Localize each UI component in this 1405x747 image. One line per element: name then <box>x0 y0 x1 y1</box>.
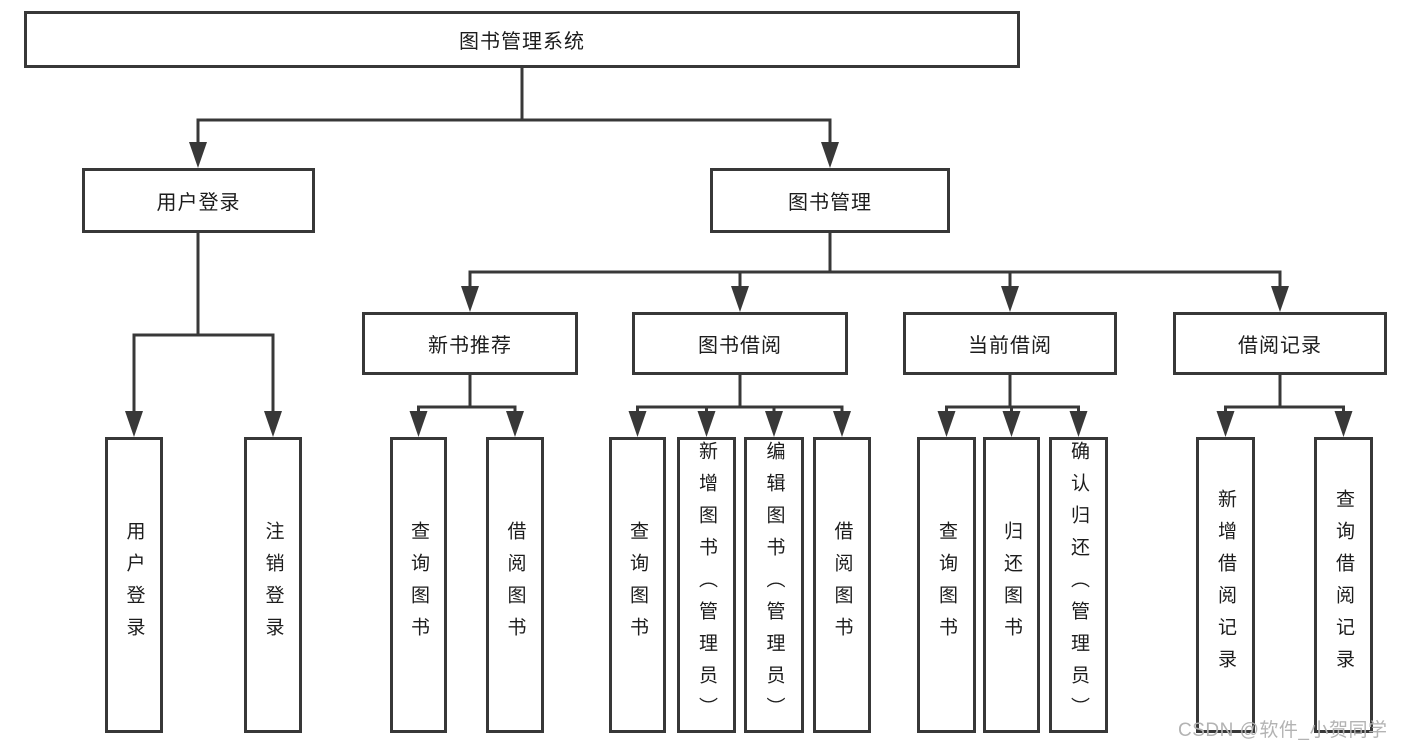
node-label: 图书管理 <box>788 192 872 214</box>
node-label: 归还图书 <box>1001 521 1022 649</box>
leaf-newbook-query-books: 查询图书 <box>390 437 447 733</box>
node-label: 图书借阅 <box>698 335 782 357</box>
node-label: 当前借阅 <box>968 335 1052 357</box>
node-new-book-recommendation: 新书推荐 <box>362 312 578 375</box>
node-book-borrowing: 图书借阅 <box>632 312 848 375</box>
node-label: 编辑图书（管理员） <box>763 441 785 729</box>
node-label: 查询图书 <box>936 521 957 649</box>
node-label: 新增图书（管理员） <box>696 441 717 729</box>
node-label: 图书管理系统 <box>459 31 585 53</box>
leaf-records-query-borrow-record: 查询借阅记录 <box>1314 437 1373 733</box>
node-current-borrowing: 当前借阅 <box>903 312 1117 375</box>
node-label: 新增借阅记录 <box>1215 489 1236 681</box>
node-label: 用户登录 <box>156 192 241 214</box>
node-library-management-system: 图书管理系统 <box>24 11 1020 68</box>
node-borrowing-records: 借阅记录 <box>1173 312 1387 375</box>
node-label: 注销登录 <box>262 521 284 649</box>
leaf-borrowing-borrow-books: 借阅图书 <box>813 437 871 733</box>
leaf-borrowing-edit-books-admin: 编辑图书（管理员） <box>744 437 804 733</box>
leaf-newbook-borrow-books: 借阅图书 <box>486 437 544 733</box>
node-user-login: 用户登录 <box>82 168 315 233</box>
node-label: 查询图书 <box>627 521 648 649</box>
leaf-borrowing-query-books: 查询图书 <box>609 437 666 733</box>
node-label: 用户登录 <box>123 521 145 649</box>
leaf-current-return-books: 归还图书 <box>983 437 1040 733</box>
leaf-current-confirm-return-admin: 确认归还（管理员） <box>1049 437 1108 733</box>
node-label: 借阅图书 <box>831 521 853 649</box>
leaf-records-add-borrow-record: 新增借阅记录 <box>1196 437 1255 733</box>
node-book-management: 图书管理 <box>710 168 950 233</box>
watermark: CSDN @软件_小贺同学 <box>1178 720 1388 741</box>
leaf-current-query-books: 查询图书 <box>917 437 976 733</box>
node-label: 借阅图书 <box>504 521 526 649</box>
node-label: 查询借阅记录 <box>1333 489 1354 681</box>
node-label: 确认归还（管理员） <box>1068 441 1089 729</box>
leaf-logout-login: 注销登录 <box>244 437 302 733</box>
node-label: 查询图书 <box>408 521 429 649</box>
node-label: 借阅记录 <box>1238 335 1322 357</box>
leaf-borrowing-add-books-admin: 新增图书（管理员） <box>677 437 736 733</box>
leaf-user-login: 用户登录 <box>105 437 163 733</box>
node-label: 新书推荐 <box>428 335 512 357</box>
